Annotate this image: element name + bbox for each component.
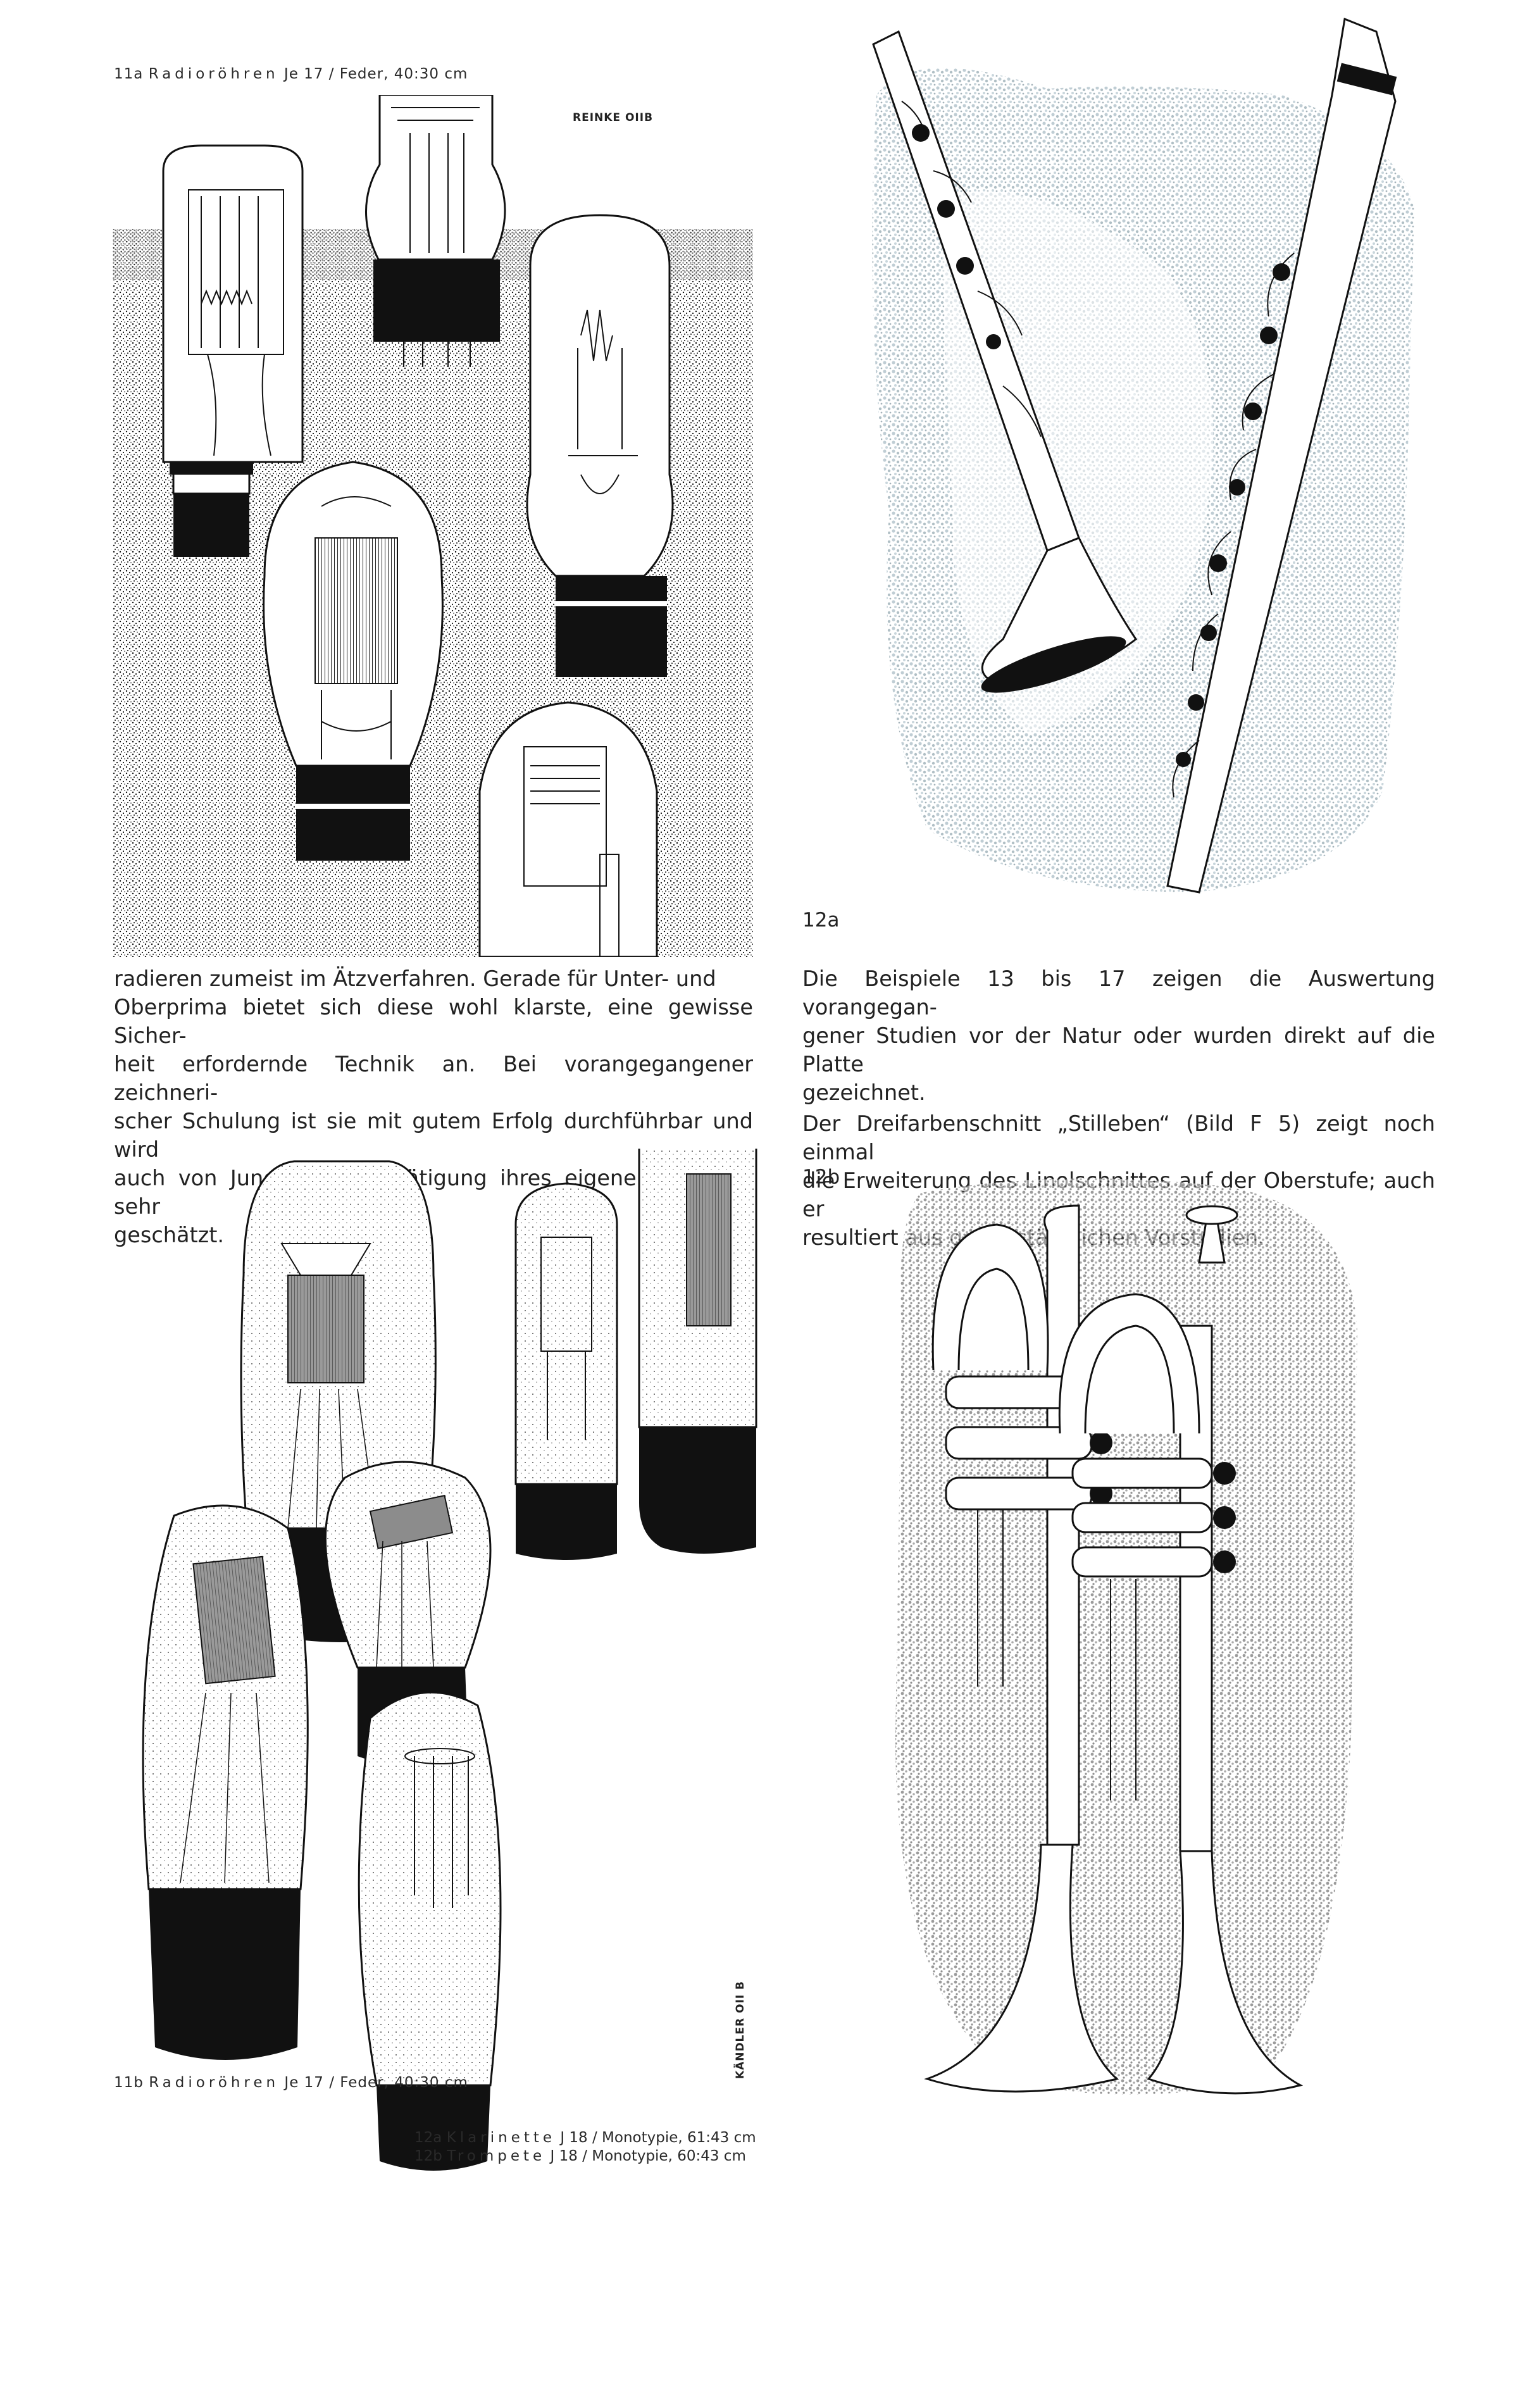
right-text-p1-line-1: Die Beispiele 13 bis 17 zeigen die Auswe… [802,966,1435,1020]
caption-12a-number: 12a [414,2130,442,2146]
fig11b-number: 11b [114,2074,144,2091]
right-text-p1-line-3: gezeichnet. [802,1080,926,1105]
caption-12a: 12a Klarinette J 18 / Monotypie, 61:43 c… [414,2129,756,2147]
fig11a-title: Radioröhren [148,66,279,82]
fig11a-caption: 11a Radioröhren Je 17 / Feder, 40:30 cm [114,66,468,82]
fig11a-radio-tubes-drawing [113,95,753,957]
caption-12b-details: J 18 / Monotypie, 60:43 cm [550,2148,746,2164]
left-text-line-2: Oberprima bietet sich diese wohl klarste… [114,995,753,1048]
caption-12b: 12b Trompete J 18 / Monotypie, 60:43 cm [414,2147,756,2166]
fig12a-label: 12a [802,909,840,932]
left-text-block: radieren zumeist im Ätzverfahren. Gerade… [114,964,753,1249]
right-text-p1-line-2: gener Studien vor der Natur oder wurden … [802,1023,1435,1076]
fig11a-signature: REINKE OIIB [573,111,654,124]
caption-12a-details: J 18 / Monotypie, 61:43 cm [560,2130,756,2146]
fig11b-title: Radioröhren [149,2074,280,2091]
caption-12b-number: 12b [414,2148,442,2164]
caption-12b-title: Trompete [447,2148,546,2164]
left-text-line-3: heit erfordernde Technik an. Bei vorange… [114,1052,753,1105]
left-text-line-4: scher Schulung ist sie mit gutem Erfolg … [114,1109,753,1162]
right-text-p2-line-1: Der Dreifarbenschnitt „Stilleben“ (Bild … [802,1111,1435,1164]
fig11b-radio-tubes-drawing [142,1149,757,2171]
fig12a-clarinet-monotype [872,17,1414,894]
fig11a-number: 11a [114,66,144,82]
fig12b-label: 12b [802,1166,840,1188]
fig11a-details: Je 17 / Feder, 40:30 cm [283,66,468,82]
fig12b-trumpet-monotype [895,1178,1357,2095]
fig11b-details: Je 17 / Feder, 40:30 cm [284,2074,468,2091]
caption-12a-title: Klarinette [446,2130,556,2146]
left-text-line-6: geschätzt. [114,1223,225,1247]
left-text-line-1: radieren zumeist im Ätzverfahren. Gerade… [114,966,716,991]
fig11b-signature: KÄNDLER OII B [734,1981,747,2080]
fig11b-caption: 11b Radioröhren Je 17 / Feder, 40:30 cm [114,2074,468,2091]
bottom-captions: 12a Klarinette J 18 / Monotypie, 61:43 c… [414,2129,756,2166]
